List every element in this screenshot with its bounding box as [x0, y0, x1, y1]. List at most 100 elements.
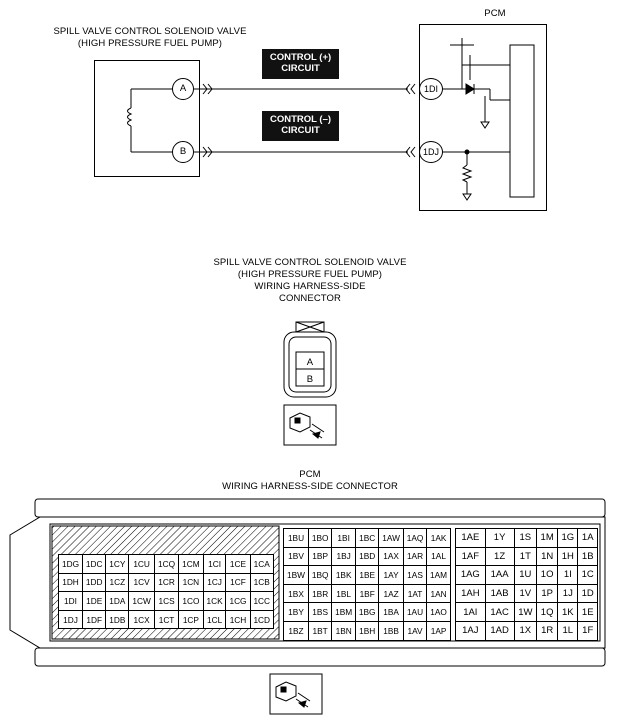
pin-cell: 1CF [225, 572, 251, 593]
pin-cell: 1AR [402, 546, 428, 567]
solenoid-pin-a: A [172, 78, 194, 100]
pin-cell: 1CR [154, 572, 180, 593]
pin-cell: 1CG [225, 591, 251, 611]
harness-pin-b: B [306, 374, 314, 385]
pin-cell: 1BE [355, 565, 380, 585]
pin-cell: 1AG [455, 565, 486, 585]
pin-cell: 1BV [282, 546, 310, 567]
pin-cell: 1AV [402, 620, 428, 641]
pin-cell: 1AT [402, 583, 428, 604]
pin-cell: 1BQ [308, 565, 333, 585]
harness-title-line4: CONNECTOR [279, 293, 341, 304]
pin-cell: 1CA [249, 554, 274, 574]
pin-cell: 1E [577, 602, 598, 622]
pin-cell: 1BN [331, 620, 357, 641]
pin-cell: 1AD [484, 620, 515, 641]
pin-cell: 1BM [331, 602, 357, 622]
pin-cell: 1CT [154, 609, 180, 630]
pin-cell: 1AZ [378, 583, 404, 604]
pin-cell: 1DI [57, 591, 84, 611]
pin-cell: 1CW [128, 591, 156, 611]
pin-cell: 1BS [308, 602, 333, 622]
pin-cell: 1K [557, 602, 579, 622]
pin-cell: 1BJ [331, 546, 357, 567]
pin-cell: 1DG [57, 554, 84, 574]
pin-cell: 1O [536, 565, 559, 585]
pcm-conn-title-line1: PCM [299, 469, 321, 480]
pin-cell: 1CH [225, 609, 251, 630]
solenoid-title-line1: SPILL VALVE CONTROL SOLENOID VALVE [53, 26, 247, 37]
pin-cell: 1D [577, 583, 598, 604]
pin-cell: 1DJ [57, 609, 84, 630]
pin-cell: 1V [513, 583, 538, 604]
connector-icon-2 [275, 681, 311, 708]
harness-title-line2: (HIGH PRESSURE FUEL PUMP) [237, 269, 383, 280]
wires [194, 83, 416, 158]
pin-cell: 1R [536, 620, 559, 641]
pin-cell: 1AH [455, 583, 486, 604]
connector-icon-1 [289, 412, 325, 439]
pin-cell: 1BD [355, 546, 380, 567]
pin-cell: 1AI [455, 602, 486, 622]
pin-cell: 1M [536, 528, 559, 548]
pin-cell: 1BW [282, 565, 310, 585]
pcm-pin-1dj: 1DJ [419, 141, 443, 163]
pin-cell: 1BA [378, 602, 404, 622]
pin-cell: 1DH [57, 572, 84, 593]
harness-title-line3: WIRING HARNESS-SIDE [254, 281, 366, 292]
pin-cell: 1CJ [202, 572, 227, 593]
pin-cell: 1BT [308, 620, 333, 641]
pin-cell: 1CV [128, 572, 156, 593]
pin-cell: 1BB [378, 620, 404, 641]
pin-cell: 1CQ [154, 554, 180, 574]
pin-cell: 1U [513, 565, 538, 585]
control-minus-line1: CONTROL (–) [269, 114, 332, 125]
pin-cell: 1AA [484, 565, 515, 585]
pin-cell: 1BI [331, 528, 357, 548]
pin-cell: 1L [557, 620, 579, 641]
pin-cell: 1AO [426, 602, 451, 622]
pin-cell: 1Y [484, 528, 515, 548]
pin-cell: 1T [513, 546, 538, 567]
pin-cell: 1P [536, 583, 559, 604]
pin-cell: 1CL [202, 609, 227, 630]
control-plus-line2: CIRCUIT [281, 63, 320, 74]
pcm-internal-circuit [442, 38, 535, 201]
pin-cell: 1AF [455, 546, 486, 567]
pin-cell: 1A [577, 528, 598, 548]
pin-cell: 1BC [355, 528, 380, 548]
pin-cell: 1BL [331, 583, 357, 604]
pin-cell: 1Z [484, 546, 515, 567]
pin-cell: 1AU [402, 602, 428, 622]
pcm-title: PCM [484, 8, 506, 19]
pin-cell: 1H [557, 546, 579, 567]
pin-cell: 1S [513, 528, 538, 548]
pin-cell: 1F [577, 620, 598, 641]
pin-cell: 1BR [308, 583, 333, 604]
control-minus-line2: CIRCUIT [281, 125, 320, 136]
pcm-pin-1di: 1DI [419, 78, 443, 100]
pin-cell: 1AQ [402, 528, 428, 548]
pin-cell: 1DC [82, 554, 107, 574]
pin-cell: 1CB [249, 572, 274, 593]
pin-cell: 1CX [128, 609, 156, 630]
pin-cell: 1B [577, 546, 598, 567]
pin-cell: 1CP [178, 609, 204, 630]
pin-cell: 1DA [105, 591, 130, 611]
pin-cell: 1I [557, 565, 579, 585]
pin-cell: 1CM [178, 554, 204, 574]
